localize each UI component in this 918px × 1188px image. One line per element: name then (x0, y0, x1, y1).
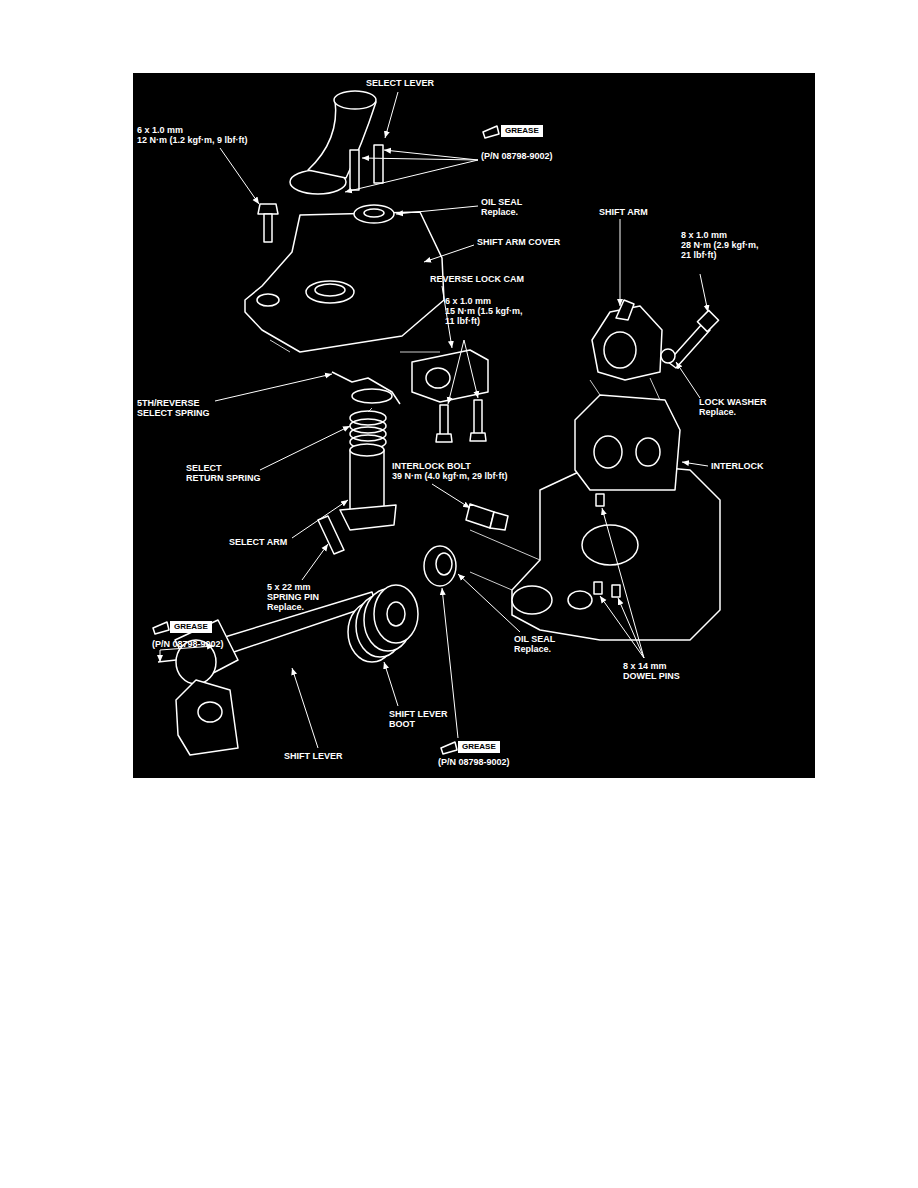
grease-badge: GREASE (170, 621, 212, 633)
alignment-lines (270, 340, 660, 590)
part-label: OIL SEAL (514, 634, 555, 644)
interlock (575, 395, 680, 490)
leader-lines (160, 92, 708, 748)
grease-tube (483, 126, 499, 138)
part-label: 28 N·m (2.9 kgf·m, 21 lbf·ft) (681, 240, 763, 260)
part-label: REVERSE LOCK CAM (430, 274, 524, 284)
shift-arm-finger (616, 300, 634, 320)
cover-bore (315, 284, 345, 296)
lever-pin (158, 660, 176, 662)
select-arm-body (350, 450, 384, 510)
select-arm-top (350, 444, 384, 456)
cover-boss (306, 281, 354, 303)
part-label: BOOT (389, 719, 415, 729)
part-label: (P/N 08798-9002) (152, 639, 224, 649)
part-label: SELECT (186, 463, 222, 473)
housing-boss (512, 586, 552, 614)
shift-lever-fork (176, 680, 238, 755)
part-label: SELECT ARM (229, 537, 287, 547)
dowel-pin (596, 494, 604, 506)
part-label: SELECT LEVER (366, 78, 434, 88)
bolt-head (697, 310, 718, 331)
part-label: 8 x 14 mm (623, 661, 667, 671)
lock-washer (661, 349, 675, 363)
part-label: SHIFT ARM (599, 207, 648, 217)
interlock-bore (594, 436, 622, 468)
cam-bolt (474, 400, 482, 434)
grease-tube (441, 742, 457, 754)
oil-seal-top (354, 205, 394, 223)
dowel-pin (612, 585, 620, 597)
lever-post (374, 145, 383, 183)
part-label: INTERLOCK BOLT (392, 461, 471, 471)
part-label: INTERLOCK (711, 461, 764, 471)
part-label: RETURN SPRING (186, 473, 261, 483)
part-label: SPRING PIN (267, 592, 319, 602)
lever-post (350, 150, 359, 190)
part-label: SHIFT LEVER (389, 709, 448, 719)
shift-lever-boot (348, 585, 418, 662)
part-label: (P/N 08798-9002) (438, 757, 510, 767)
part-label: SHIFT ARM COVER (477, 237, 560, 247)
bolt-head (258, 204, 278, 214)
oil-seal-bore (436, 553, 452, 575)
select-arm-tab (340, 505, 396, 530)
cover-ear (257, 294, 279, 306)
part-label: Replace. (267, 602, 304, 612)
oil-seal-bore (364, 209, 384, 217)
interlock-bore (636, 438, 660, 466)
fork-eye (198, 702, 222, 722)
part-label: Replace. (481, 207, 518, 217)
cam-hub (426, 368, 450, 388)
part-label: 39 N·m (4.0 kgf·m, 29 lbf·ft) (392, 471, 508, 481)
part-label: 6 x 1.0 mm (445, 296, 491, 306)
oil-seal (424, 546, 456, 586)
housing-bore (582, 525, 638, 565)
select-spring (332, 372, 400, 404)
interlock-bolt-head (490, 512, 508, 530)
part-label: SHIFT LEVER (284, 751, 343, 761)
shift-arm-bolt (668, 324, 710, 368)
select-lever-end (334, 91, 376, 109)
part-label: OIL SEAL (481, 197, 522, 207)
housing-boss (568, 591, 592, 609)
part-label: (P/N 08798-9002) (481, 151, 553, 161)
shift-arm-cover (245, 212, 444, 352)
select-lever-arm (308, 100, 376, 178)
spring-pin (318, 516, 344, 554)
part-label: 6 x 1.0 mm (137, 125, 183, 135)
panel-ground (133, 73, 815, 778)
grease-badge: GREASE (458, 741, 500, 753)
cam-bolt (440, 405, 448, 435)
shift-arm-bore (604, 332, 636, 368)
part-label: SELECT SPRING (137, 408, 210, 418)
grease-badge: GREASE (501, 125, 543, 137)
part-label: 5TH/REVERSE (137, 398, 200, 408)
part-label: Replace. (699, 407, 736, 417)
part-label: 5 x 22 mm (267, 582, 311, 592)
dowel-pin (594, 582, 602, 594)
grease-tube (153, 622, 169, 634)
part-label: LOCK WASHER (699, 397, 767, 407)
part-label: 15 N·m (1.5 kgf·m, 11 lbf·ft) (445, 306, 527, 326)
oil-seal-ring (352, 389, 392, 403)
part-label: 8 x 1.0 mm (681, 230, 727, 240)
part-label: DOWEL PINS (623, 671, 680, 681)
bolt-head (436, 434, 452, 442)
part-label: 12 N·m (1.2 kgf·m, 9 lbf·ft) (137, 135, 248, 145)
bolt-head (470, 433, 486, 441)
part-label: Replace. (514, 644, 551, 654)
bolt-shank (264, 214, 272, 242)
